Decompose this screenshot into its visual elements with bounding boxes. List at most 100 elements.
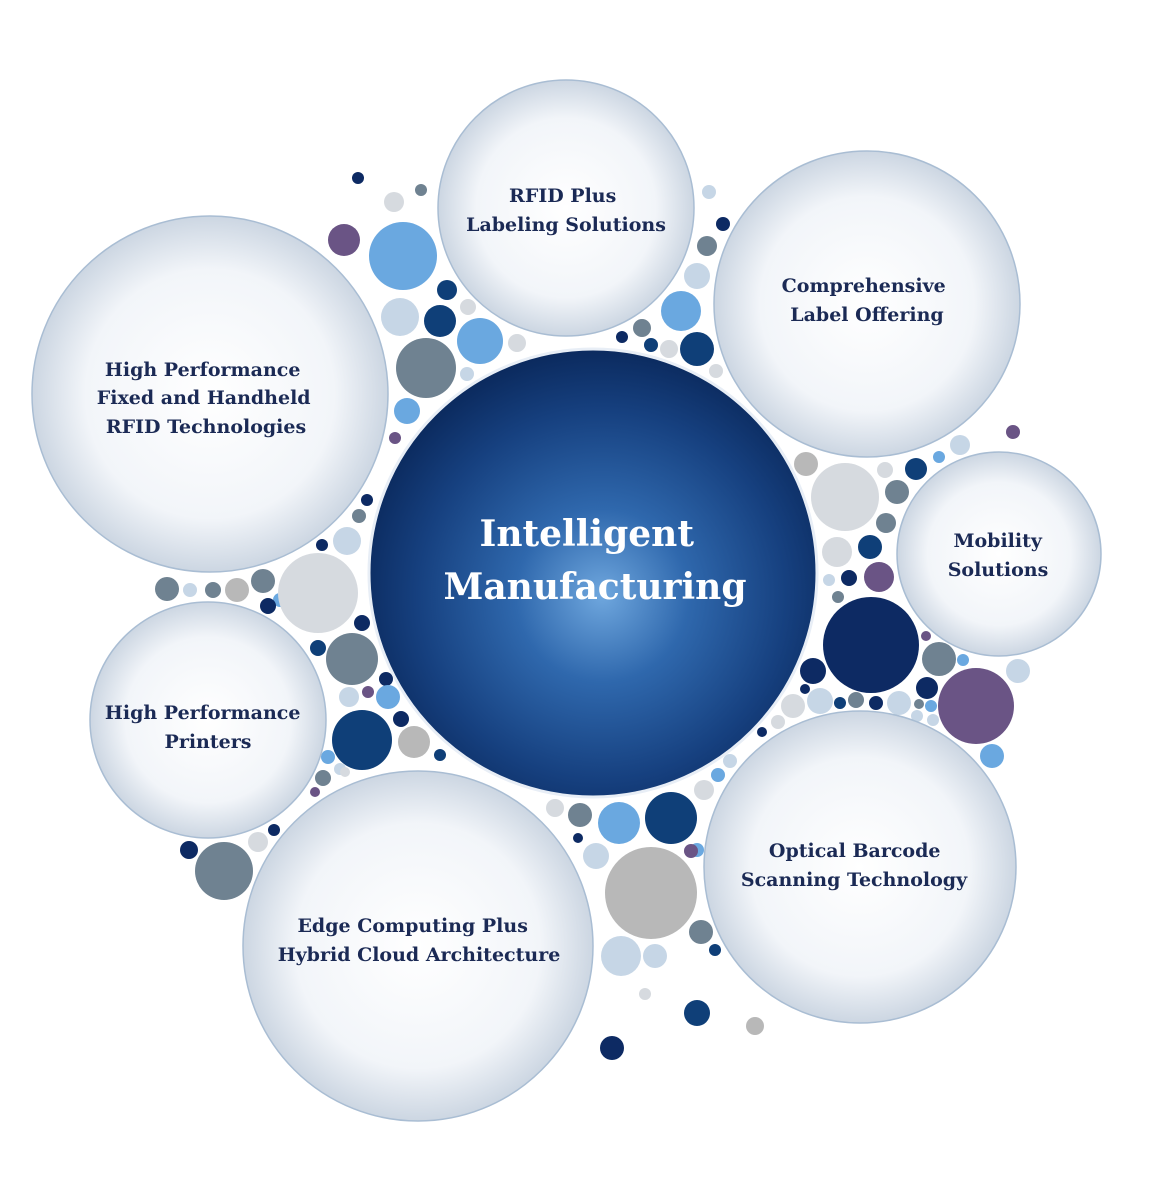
decorative-dot: [869, 696, 883, 710]
decorative-dot: [927, 714, 939, 726]
decorative-dot: [437, 280, 457, 300]
decorative-dot: [362, 686, 374, 698]
decorative-dot: [180, 841, 198, 859]
decorative-dot: [887, 691, 911, 715]
decorative-dot: [781, 694, 805, 718]
decorative-dot: [376, 685, 400, 709]
decorative-dot: [922, 642, 956, 676]
decorative-dot: [393, 711, 409, 727]
decorative-dot: [583, 843, 609, 869]
decorative-dot: [248, 832, 268, 852]
center-bubble: [367, 347, 819, 799]
decorative-dot: [361, 494, 373, 506]
decorative-dot: [225, 578, 249, 602]
decorative-dot: [822, 537, 852, 567]
decorative-dot: [848, 692, 864, 708]
node-label-line: Comprehensive: [782, 275, 946, 297]
decorative-dot: [823, 574, 835, 586]
decorative-dot: [354, 615, 370, 631]
decorative-dot: [771, 715, 785, 729]
decorative-dot: [916, 677, 938, 699]
node-label-line: Label Offering: [790, 304, 943, 326]
decorative-dot: [645, 792, 697, 844]
decorative-dot: [340, 767, 350, 777]
decorative-dot: [155, 577, 179, 601]
decorative-dot: [310, 640, 326, 656]
node-printers: High Performance Printers: [89, 601, 327, 839]
decorative-dot: [643, 944, 667, 968]
decorative-dot: [460, 367, 474, 381]
node-comprehensive-label: Comprehensive Label Offering: [713, 150, 1021, 458]
decorative-dot: [689, 920, 713, 944]
bubble-rfid-technologies: [31, 215, 389, 573]
decorative-dot: [684, 263, 710, 289]
node-label-line: Hybrid Cloud Architecture: [278, 944, 561, 966]
bubble-printers: [89, 601, 327, 839]
svg-text:Optical Barcode Scanning: Optical Barcode Scanning Technology: [741, 840, 968, 891]
decorative-dot: [723, 754, 737, 768]
bubble-comprehensive-label: [713, 150, 1021, 458]
decorative-dot: [315, 770, 331, 786]
decorative-dot: [858, 535, 882, 559]
decorative-dot: [396, 338, 456, 398]
decorative-dot: [316, 539, 328, 551]
decorative-dot: [424, 305, 456, 337]
decorative-dot: [644, 338, 658, 352]
decorative-dot: [352, 509, 366, 523]
decorative-dot: [398, 726, 430, 758]
decorative-dot: [911, 710, 923, 722]
node-label-line: High Performance: [105, 702, 301, 724]
decorative-dot: [339, 687, 359, 707]
decorative-dot: [885, 480, 909, 504]
decorative-dot: [800, 684, 810, 694]
decorative-dot: [605, 847, 697, 939]
decorative-dot: [310, 787, 320, 797]
decorative-dot: [326, 633, 378, 685]
node-label-line: RFID Technologies: [106, 416, 306, 438]
decorative-dot: [508, 334, 526, 352]
decorative-dot: [680, 332, 714, 366]
decorative-dot: [616, 331, 628, 343]
decorative-dot: [568, 803, 592, 827]
decorative-dot: [381, 298, 419, 336]
decorative-bubbles: [155, 172, 1030, 1060]
decorative-dot: [697, 236, 717, 256]
node-optical-barcode: Optical Barcode Scanning Technology: [703, 710, 1017, 1024]
decorative-dot: [938, 668, 1014, 744]
decorative-dot: [746, 1017, 764, 1035]
decorative-dot: [832, 591, 844, 603]
decorative-dot: [332, 710, 392, 770]
decorative-dot: [811, 463, 879, 531]
decorative-dot: [1006, 425, 1020, 439]
svg-text:Intelligent Manufacturin: Intelligent Manufacturing: [443, 513, 746, 608]
center-node: Intelligent Manufacturing: [367, 347, 819, 799]
center-title-line1: Intelligent: [480, 513, 695, 555]
decorative-dot: [980, 744, 1004, 768]
decorative-dot: [394, 398, 420, 424]
bubble-edge-computing: [242, 770, 594, 1122]
node-rfid-plus: RFID Plus Labeling Solutions: [437, 79, 695, 337]
decorative-dot: [369, 222, 437, 290]
bubble-optical-barcode: [703, 710, 1017, 1024]
decorative-dot: [925, 700, 937, 712]
node-label-line: Labeling Solutions: [466, 214, 666, 236]
decorative-dot: [1006, 659, 1030, 683]
decorative-dot: [841, 570, 857, 586]
svg-text:Comprehensive Label Offe: Comprehensive Label Offering: [782, 275, 953, 326]
svg-text:High Performance Fixed a: High Performance Fixed and Handheld RFID…: [97, 359, 317, 438]
node-label-line: Optical Barcode: [769, 840, 941, 862]
decorative-dot: [757, 727, 767, 737]
decorative-dot: [877, 462, 893, 478]
decorative-dot: [352, 172, 364, 184]
decorative-dot: [321, 750, 335, 764]
decorative-dot: [205, 582, 221, 598]
decorative-dot: [415, 184, 427, 196]
decorative-dot: [661, 291, 701, 331]
decorative-dot: [864, 562, 894, 592]
decorative-dot: [260, 598, 276, 614]
decorative-dot: [573, 833, 583, 843]
decorative-dot: [457, 318, 503, 364]
node-edge-computing: Edge Computing Plus Hybrid Cloud Archite…: [242, 770, 594, 1122]
decorative-dot: [933, 451, 945, 463]
svg-text:RFID Plus Labeling Solut: RFID Plus Labeling Solutions: [466, 185, 666, 236]
